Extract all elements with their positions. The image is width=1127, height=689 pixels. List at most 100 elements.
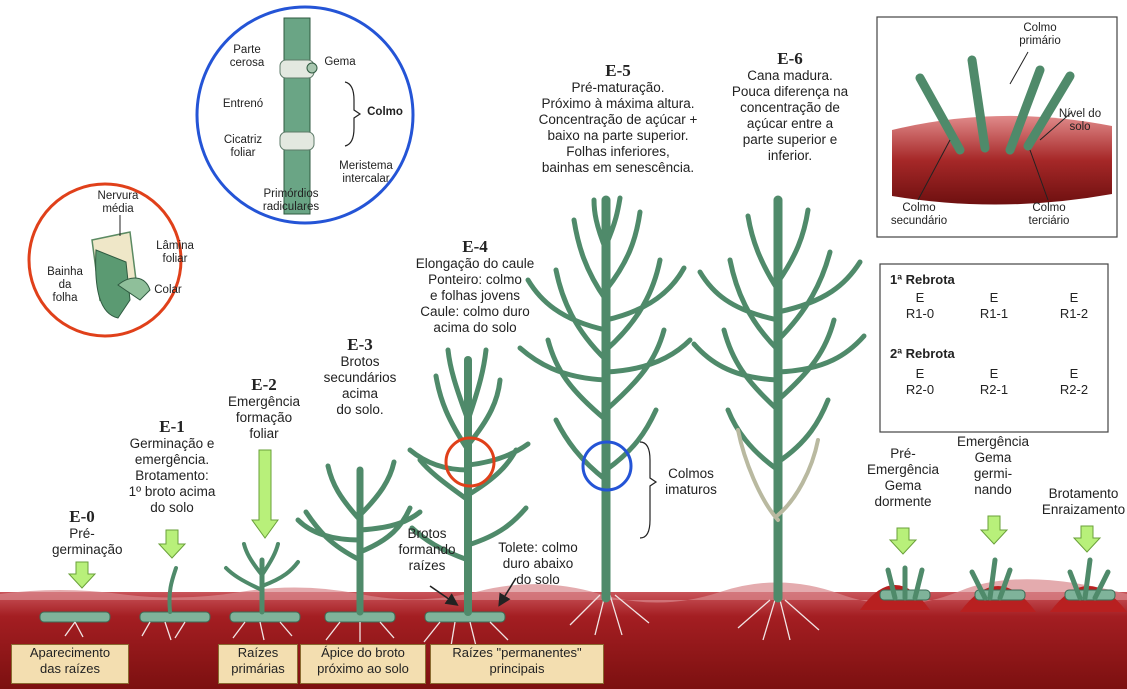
stage-code: E-4 bbox=[400, 238, 550, 256]
stage-line: foliar bbox=[214, 426, 314, 442]
label-line: Emergência bbox=[858, 462, 948, 478]
label-line: R2-2 bbox=[1044, 382, 1104, 398]
label-line: Colmos bbox=[656, 466, 726, 482]
label-line: Gema bbox=[858, 478, 948, 494]
gema-label: Gema bbox=[320, 56, 360, 69]
stage-line: Pré-maturação. bbox=[518, 80, 718, 96]
colar-label: Colar bbox=[148, 284, 188, 297]
label-line: Parte bbox=[222, 44, 272, 57]
label-line: Tolete: colmo bbox=[490, 540, 586, 556]
stage-e6: E-6 Cana madura. Pouca diferença na conc… bbox=[715, 50, 865, 164]
label-line: primário bbox=[1010, 35, 1070, 48]
ratoon-item: E R1-0 bbox=[890, 290, 950, 322]
label-line: Aparecimento bbox=[12, 645, 128, 661]
stage-line: concentração de bbox=[715, 100, 865, 116]
label-line: R1-2 bbox=[1044, 306, 1104, 322]
label-line: raízes bbox=[392, 558, 462, 574]
stage-code: E-0 bbox=[52, 508, 112, 526]
ratoon-item: E R1-2 bbox=[1044, 290, 1104, 322]
stage-line: parte superior e bbox=[715, 132, 865, 148]
stage-line: acima do solo bbox=[400, 320, 550, 336]
label-line: dormente bbox=[858, 494, 948, 510]
second-ratoon-title: 2ª Rebrota bbox=[890, 346, 955, 362]
label-line: Colmo bbox=[884, 202, 954, 215]
label-line: próximo ao solo bbox=[301, 661, 425, 677]
stage-line: açúcar entre a bbox=[715, 116, 865, 132]
stage-line: secundários bbox=[310, 370, 410, 386]
label-line: Lâmina bbox=[150, 240, 200, 253]
label-line: germi- bbox=[948, 466, 1038, 482]
root-label-permanentes: Raízes "permanentes" principais bbox=[430, 644, 604, 684]
stage-code: E-6 bbox=[715, 50, 865, 68]
label-line: folha bbox=[40, 292, 90, 305]
stage-e2: E-2 Emergência formação foliar bbox=[214, 376, 314, 442]
ratoon-item: E R2-0 bbox=[890, 366, 950, 398]
immature-brace bbox=[640, 442, 656, 538]
stage-line: Elongação do caule bbox=[400, 256, 550, 272]
label-line: da bbox=[40, 279, 90, 292]
label-line: E bbox=[964, 290, 1024, 306]
label-line: Colmo bbox=[1014, 202, 1084, 215]
label-line: R1-0 bbox=[890, 306, 950, 322]
stage-line: Ponteiro: colmo bbox=[400, 272, 550, 288]
stage-line: Brotos bbox=[310, 354, 410, 370]
label-line: média bbox=[88, 203, 148, 216]
label-line: Brotamento bbox=[1040, 486, 1127, 502]
stage-line: Pré- bbox=[52, 526, 112, 542]
label-line: cerosa bbox=[222, 57, 272, 70]
stage-line: bainhas em senescência. bbox=[518, 160, 718, 176]
stage-line: do solo. bbox=[310, 402, 410, 418]
stage-line: Brotamento: bbox=[112, 468, 232, 484]
stage-code: E-3 bbox=[310, 336, 410, 354]
colmos-imaturos-label: Colmos imaturos bbox=[656, 466, 726, 498]
label-line: nando bbox=[948, 482, 1038, 498]
lamina-label: Lâmina foliar bbox=[150, 240, 200, 266]
stage-line: Próximo à máxima altura. bbox=[518, 96, 718, 112]
label-line: E bbox=[890, 366, 950, 382]
stage-line: germinação bbox=[52, 542, 112, 558]
label-line: R1-1 bbox=[964, 306, 1024, 322]
stage-line: Caule: colmo duro bbox=[400, 304, 550, 320]
label-line: Meristema bbox=[334, 160, 398, 173]
ratoon-stage-dormant: Pré- Emergência Gema dormente bbox=[858, 446, 948, 510]
label-line: secundário bbox=[884, 215, 954, 228]
label-line: Brotos bbox=[392, 526, 462, 542]
stage-e0: E-0 Pré- germinação bbox=[52, 508, 112, 558]
primordios-label: Primórdios radiculares bbox=[256, 188, 326, 214]
stage-line: Emergência bbox=[214, 394, 314, 410]
root-label-apice: Ápice do broto próximo ao solo bbox=[300, 644, 426, 684]
label-line: terciário bbox=[1014, 215, 1084, 228]
label-line: Colmo bbox=[1010, 22, 1070, 35]
label-line: foliar bbox=[150, 253, 200, 266]
label-line: Nervura bbox=[88, 190, 148, 203]
label-line: duro abaixo bbox=[490, 556, 586, 572]
stage-line: Pouca diferença na bbox=[715, 84, 865, 100]
label-line: Primórdios bbox=[256, 188, 326, 201]
label-line: E bbox=[1044, 366, 1104, 382]
label-line: solo bbox=[1050, 121, 1110, 134]
stage-line: Folhas inferiores, bbox=[518, 144, 718, 160]
stage-line: Cana madura. bbox=[715, 68, 865, 84]
stage-line: baixo na parte superior. bbox=[518, 128, 718, 144]
stage-line: Concentração de açúcar + bbox=[518, 112, 718, 128]
cicatriz-label: Cicatriz foliar bbox=[218, 134, 268, 160]
root-label-aparecimento: Aparecimento das raízes bbox=[11, 644, 129, 684]
stage-line: do solo bbox=[112, 500, 232, 516]
ratoon-item: E R2-2 bbox=[1044, 366, 1104, 398]
stage-e3: E-3 Brotos secundários acima do solo. bbox=[310, 336, 410, 418]
stage-line: formação bbox=[214, 410, 314, 426]
stage-line: e folhas jovens bbox=[400, 288, 550, 304]
label-line: do solo bbox=[490, 572, 586, 588]
stage-line: 1º broto acima bbox=[112, 484, 232, 500]
label-line: radiculares bbox=[256, 201, 326, 214]
meristema-label: Meristema intercalar bbox=[334, 160, 398, 186]
label-line: imaturos bbox=[656, 482, 726, 498]
label-line: Enraizamento bbox=[1040, 502, 1127, 518]
bainha-label: Bainha da folha bbox=[40, 266, 90, 305]
label-line: Raízes bbox=[219, 645, 297, 661]
entreno-label: Entrenó bbox=[218, 98, 268, 111]
stage-line: emergência. bbox=[112, 452, 232, 468]
label-line: formando bbox=[392, 542, 462, 558]
stage-e4: E-4 Elongação do caule Ponteiro: colmo e… bbox=[400, 238, 550, 336]
label-line: E bbox=[964, 366, 1024, 382]
